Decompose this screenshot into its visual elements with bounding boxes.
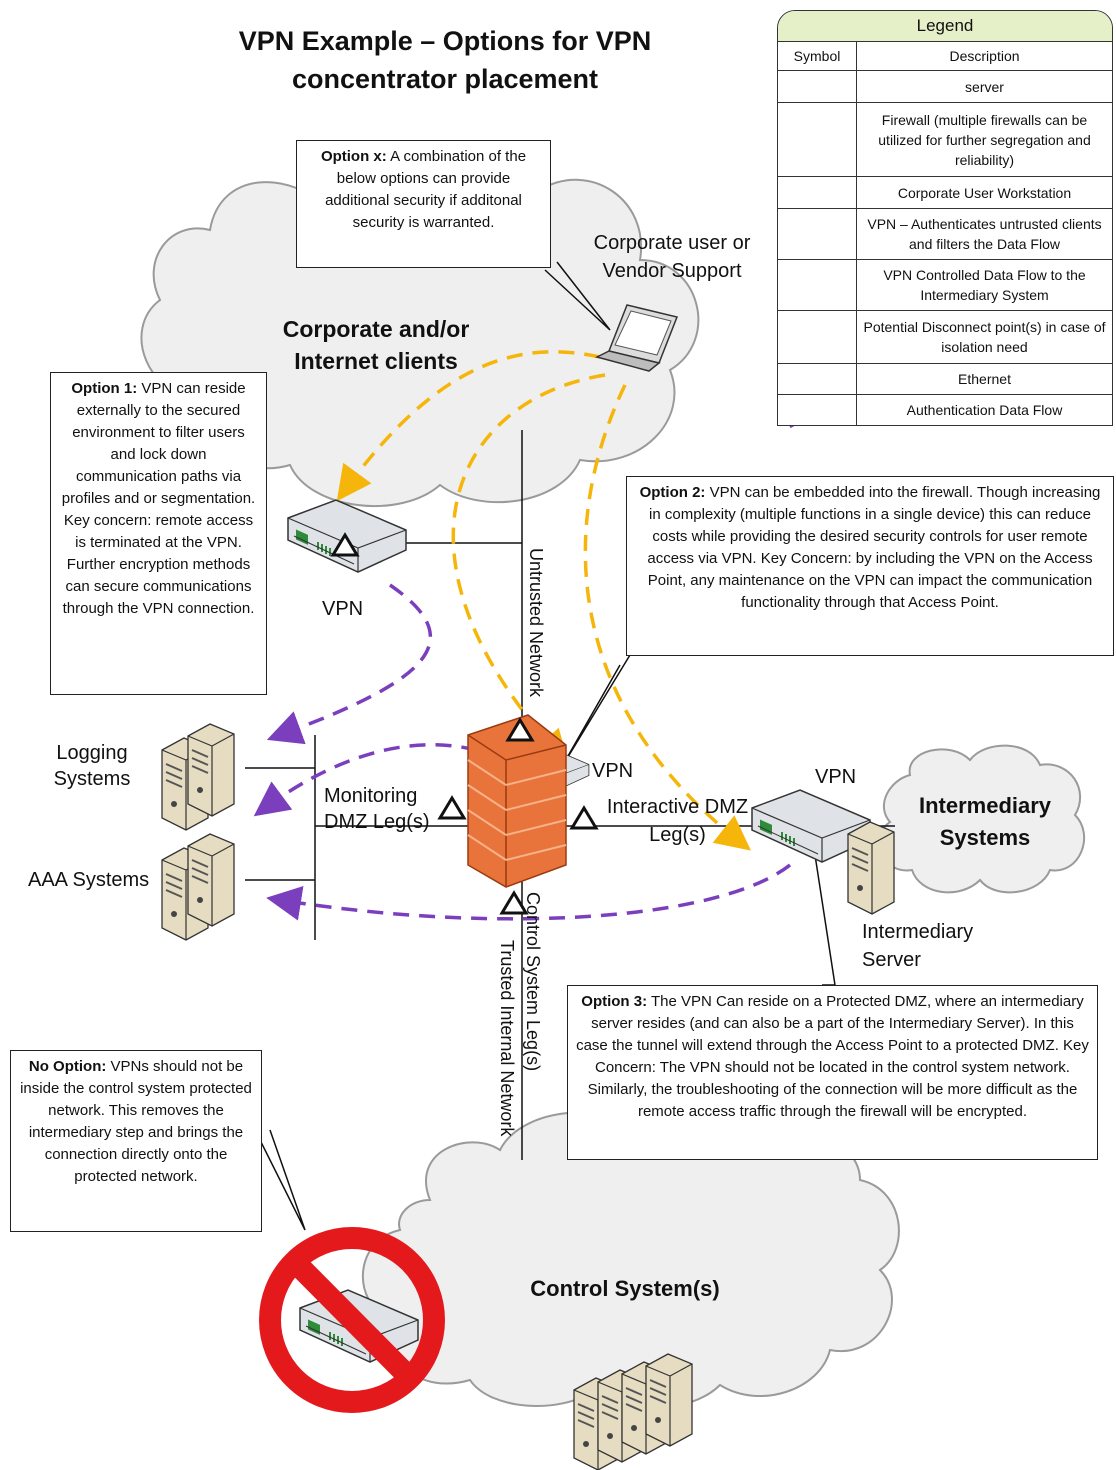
legend-row-ethernet: Ethernet bbox=[778, 364, 1112, 395]
option-x-callout: Option x: A combination of the below opt… bbox=[296, 140, 551, 268]
legend-desc: Firewall (multiple firewalls can be util… bbox=[878, 111, 1091, 168]
option-1-callout: Option 1: VPN can reside externally to t… bbox=[50, 372, 267, 695]
legend-desc: VPN Controlled Data Flow to the Intermed… bbox=[883, 267, 1086, 303]
logging-server-icon bbox=[161, 723, 235, 831]
callout-heading: Option x: bbox=[320, 148, 387, 165]
vpn-option3-label: VPN bbox=[815, 766, 857, 788]
firewall-icon bbox=[467, 714, 567, 888]
option-2-callout: Option 2: VPN can be embedded into the f… bbox=[626, 476, 1114, 656]
aaa-server-icon bbox=[161, 833, 235, 941]
vpn-option2-label: VPN bbox=[592, 760, 634, 782]
legend-row-disconnect: Potential Disconnect point(s) in case of… bbox=[778, 311, 1112, 364]
vpn-flow-2 bbox=[451, 373, 606, 766]
callout-heading: Option 1: bbox=[71, 380, 138, 397]
legend-row-server: server bbox=[778, 71, 1112, 103]
intermediary-server-icon bbox=[847, 821, 895, 915]
control-systems-label: Control System(s) bbox=[530, 1276, 720, 1301]
interactive-dmz-label: Interactive DMZ Leg(s) bbox=[606, 796, 749, 846]
callout-body: The VPN Can reside on a Protected DMZ, w… bbox=[576, 993, 1089, 1120]
callout-heading: Option 2: bbox=[639, 484, 706, 501]
auth-flow-1 bbox=[266, 583, 433, 745]
corporate-user-label: Corporate user or Vendor Support bbox=[593, 232, 751, 282]
callout-body: VPNs should not be inside the control sy… bbox=[20, 1058, 252, 1185]
legend-row-auth-flow: Authentication Data Flow bbox=[778, 395, 1112, 425]
legend-row-firewall: Firewall (multiple firewalls can be util… bbox=[778, 103, 1112, 177]
legend-row-vpn-flow: VPN Controlled Data Flow to the Intermed… bbox=[778, 260, 1112, 311]
legend-header: Symbol Description bbox=[778, 42, 1112, 71]
intermediary-server-label: Intermediary Server bbox=[862, 921, 974, 971]
vpn-option1-label: VPN bbox=[322, 598, 364, 620]
trusted-internal-label: Trusted Internal Network bbox=[497, 940, 517, 1137]
monitoring-dmz-label: Monitoring DMZ Leg(s) bbox=[324, 785, 430, 833]
legend-title: Legend bbox=[778, 11, 1112, 42]
untrusted-network-label: Untrusted Network bbox=[526, 548, 546, 698]
legend-desc: VPN – Authenticates untrusted clients an… bbox=[867, 216, 1102, 252]
auth-flow-3 bbox=[266, 863, 792, 921]
logging-systems-label: Logging Systems bbox=[53, 742, 131, 790]
callout-body: VPN can reside externally to the secured… bbox=[61, 380, 256, 617]
legend-description-header: Description bbox=[949, 48, 1020, 64]
legend-desc: Corporate User Workstation bbox=[897, 184, 1072, 201]
legend-desc: server bbox=[965, 78, 1004, 95]
callout-body: VPN can be embedded into the firewall. T… bbox=[647, 484, 1101, 611]
legend-desc: Authentication Data Flow bbox=[906, 402, 1063, 418]
control-system-leg-label: Control System Leg(s) bbox=[523, 892, 543, 1072]
corporate-cloud-label: Corporate and/or Internet clients bbox=[282, 316, 470, 374]
legend: Legend Symbol Description server Firewal… bbox=[777, 10, 1113, 426]
vpn-flow-1 bbox=[336, 350, 601, 502]
callout-heading: No Option: bbox=[28, 1058, 107, 1075]
option-3-callout: Option 3: The VPN Can reside on a Protec… bbox=[567, 985, 1098, 1160]
laptop-icon bbox=[594, 304, 679, 372]
callout-heading: Option 3: bbox=[581, 993, 648, 1010]
vpn-flow-3 bbox=[583, 384, 751, 851]
title-line-2: concentrator placement bbox=[291, 64, 599, 94]
legend-row-vpn: VPN – Authenticates untrusted clients an… bbox=[778, 209, 1112, 260]
title-line-1: VPN Example – Options for VPN bbox=[238, 26, 652, 56]
legend-symbol-header: Symbol bbox=[778, 42, 857, 70]
legend-desc: Potential Disconnect point(s) in case of… bbox=[863, 319, 1106, 355]
callout-body: A combination of the below options can p… bbox=[325, 148, 527, 231]
no-option-callout: No Option: VPNs should not be inside the… bbox=[10, 1050, 262, 1232]
legend-row-workstation: Corporate User Workstation bbox=[778, 177, 1112, 209]
page-title: VPN Example – Options for VPN concentrat… bbox=[160, 22, 730, 98]
legend-desc: Ethernet bbox=[958, 371, 1011, 387]
no-option-icon bbox=[259, 1227, 445, 1413]
intermediary-systems-label: Intermediary Systems bbox=[918, 793, 1052, 850]
aaa-systems-label: AAA Systems bbox=[28, 869, 150, 891]
